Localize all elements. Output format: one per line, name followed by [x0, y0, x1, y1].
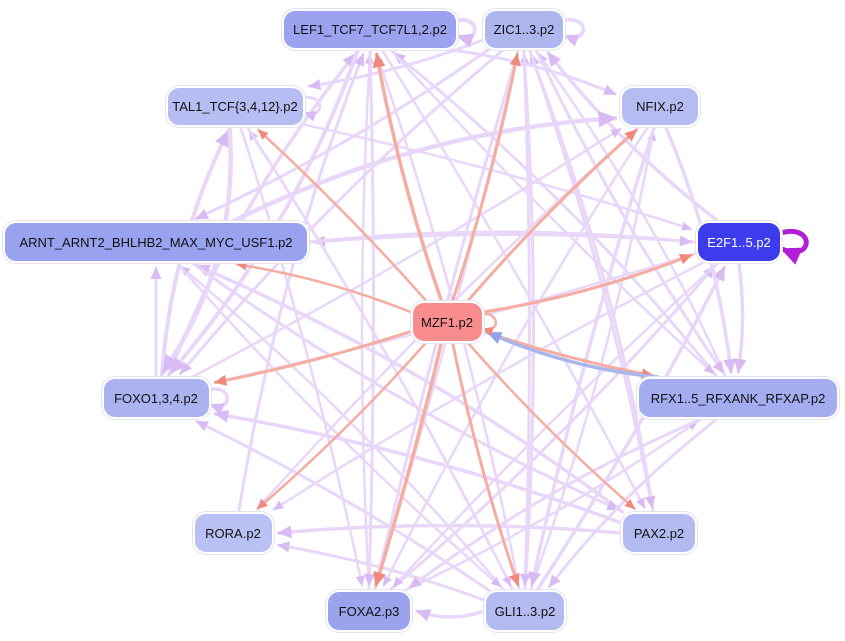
- edge-ARNT-E2F1: [307, 230, 693, 247]
- edge-GLI1-ARNT: [179, 265, 506, 592]
- edge-MZF1-ZIC1: [451, 52, 521, 303]
- node-label-RORA: RORA.p2: [205, 525, 261, 541]
- edge-ZIC1-RFX: [534, 48, 725, 375]
- node-RFX[interactable]: RFX1..5_RFXANK_RFXAP.p2: [639, 379, 837, 417]
- node-label-E2F1: E2F1..5.p2: [707, 234, 771, 250]
- edge-RFX-MZF1: [486, 331, 660, 379]
- node-E2F1[interactable]: E2F1..5.p2: [698, 223, 780, 261]
- node-FOXA2[interactable]: FOXA2.p3: [328, 592, 410, 630]
- edge-LEF1-FOXO: [168, 47, 361, 375]
- edge-TAL1-FOXA2: [239, 125, 365, 587]
- edge-ZIC1-PAX2: [528, 48, 656, 509]
- edge-MZF1-FOXA2: [373, 341, 444, 587]
- node-label-TAL1: TAL1_TCF{3,4,12}.p2: [172, 98, 298, 114]
- node-label-FOXA2: FOXA2.p3: [338, 603, 400, 619]
- node-PAX2[interactable]: PAX2.p2: [623, 514, 695, 552]
- edge-FOXA2-RFX: [404, 420, 699, 592]
- edge-GLI1-E2F1: [535, 265, 727, 592]
- node-GLI1[interactable]: GLI1..3.p2: [486, 592, 564, 630]
- edge-TAL1-GLI1: [245, 125, 512, 587]
- edge-PAX2-ARNT: [194, 263, 625, 514]
- edge-MZF1-TAL1: [257, 128, 428, 303]
- node-label-ZIC1: ZIC1..3.p2: [493, 21, 555, 37]
- node-RORA[interactable]: RORA.p2: [194, 514, 272, 552]
- edge-FOXA2-E2F1: [388, 265, 716, 592]
- edge-RFX-LEF1: [392, 51, 719, 379]
- edge-MZF1-PAX2: [466, 341, 636, 510]
- edge-MZF1-GLI1: [451, 341, 520, 587]
- edge-TAL1-E2F1: [303, 123, 693, 231]
- edge-ZIC1-GLI1: [519, 48, 532, 587]
- node-label-RFX: RFX1..5_RFXANK_RFXAP.p2: [650, 390, 826, 406]
- self-loop-MZF1: [478, 312, 497, 336]
- node-ARNT[interactable]: ARNT_ARNT2_BHLHB2_MAX_MYC_USF1.p2: [5, 223, 307, 261]
- edge-MZF1-ARNT: [235, 261, 412, 314]
- self-loop-TAL1: [299, 95, 322, 122]
- self-loop-LEF1: [452, 17, 477, 48]
- edge-RFX-ZIC1: [537, 52, 728, 379]
- node-label-NFIX: NFIX.p2: [636, 98, 684, 114]
- node-label-LEF1: LEF1_TCF7_TCF7L1,2.p2: [293, 21, 447, 37]
- edge-E2F1-FOXA2: [392, 261, 720, 588]
- edge-NFIX-GLI1: [528, 124, 657, 587]
- edge-MZF1-FOXO: [213, 330, 412, 386]
- edge-LEF1-FOXA2: [363, 48, 376, 587]
- edge-RFX-GLI1: [548, 417, 719, 588]
- edge-MZF1-E2F1: [482, 253, 693, 314]
- node-NFIX[interactable]: NFIX.p2: [622, 87, 698, 125]
- node-MZF1[interactable]: MZF1.p2: [412, 303, 482, 341]
- self-loop-ZIC1: [559, 17, 585, 47]
- node-label-FOXO: FOXO1,3,4.p2: [114, 390, 198, 406]
- edge-MZF1-RORA: [256, 341, 427, 510]
- edge-ARNT-GLI1: [175, 261, 502, 588]
- self-loop-E2F1: [775, 229, 809, 265]
- edge-PAX2-FOXO: [213, 409, 623, 525]
- edge-LEF1-PAX2: [380, 48, 646, 509]
- edge-E2F1-RFX: [733, 261, 747, 374]
- node-label-GLI1: GLI1..3.p2: [494, 603, 556, 619]
- node-label-MZF1: MZF1.p2: [420, 314, 473, 330]
- edge-MZF1-NFIX: [466, 128, 638, 303]
- edge-GLI1-FOXO: [195, 420, 491, 592]
- edge-NFIX-FOXA2: [382, 125, 650, 587]
- edge-LEF1-NFIX: [445, 48, 617, 96]
- node-LEF1[interactable]: LEF1_TCF7_TCF7L1,2.p2: [284, 10, 456, 48]
- node-TAL1[interactable]: TAL1_TCF{3,4,12}.p2: [167, 87, 303, 125]
- node-label-ARNT: ARNT_ARNT2_BHLHB2_MAX_MYC_USF1.p2: [19, 234, 293, 250]
- self-loop-FOXO: [204, 387, 229, 416]
- edge-MZF1-LEF1: [372, 52, 444, 303]
- node-ZIC1[interactable]: ZIC1..3.p2: [485, 10, 563, 48]
- node-FOXO[interactable]: FOXO1,3,4.p2: [103, 379, 209, 417]
- edge-E2F1-RORA: [272, 261, 704, 511]
- edge-GLI1-FOXA2: [415, 609, 486, 622]
- edge-ZIC1-ARNT: [195, 48, 491, 220]
- node-label-PAX2: PAX2.p2: [633, 525, 685, 541]
